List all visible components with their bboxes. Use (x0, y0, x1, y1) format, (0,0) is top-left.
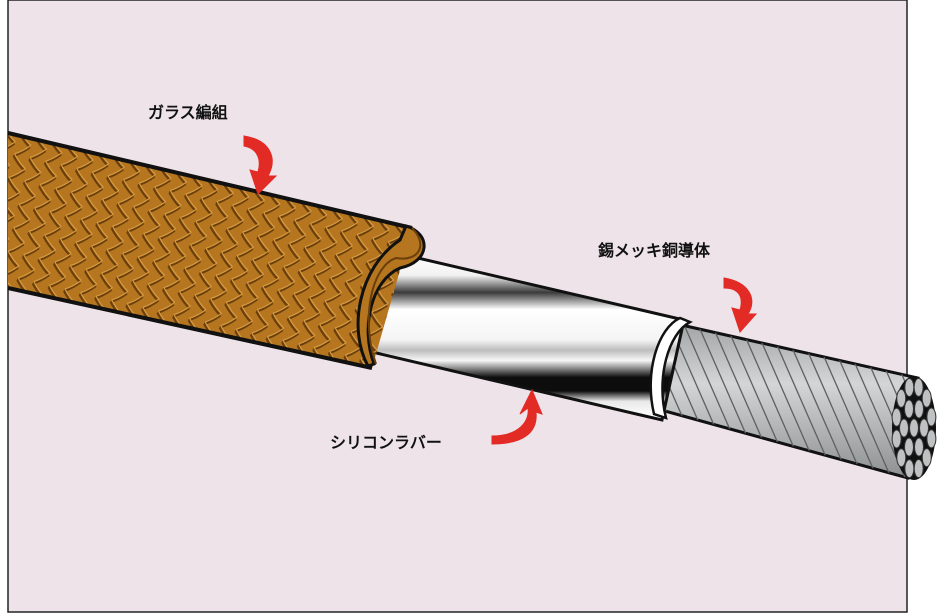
rubber-end-ring (649, 316, 693, 420)
glass-braid-label: ガラス編組 (148, 103, 228, 122)
strand-end (891, 429, 902, 449)
strand-end (891, 407, 902, 427)
strand-end (913, 377, 924, 397)
strand-ends (891, 377, 937, 479)
strand-end (914, 437, 924, 457)
silicone-rubber-label: シリコンラバー (330, 433, 442, 452)
strand-end (921, 448, 932, 468)
strand-end (896, 448, 907, 468)
curved-arrow-icon (723, 277, 758, 333)
curved-arrow-icon (491, 388, 543, 445)
strand-end (904, 459, 915, 479)
strand-end (926, 407, 937, 427)
strand-end (904, 437, 914, 457)
strand-end (904, 377, 915, 397)
glass-braid-jacket (7, 131, 426, 370)
strand-end (909, 418, 919, 438)
tinned-conductor-label: 錫メッキ銅導体 (598, 241, 711, 260)
strand-end (913, 459, 924, 479)
strand-end (899, 418, 909, 438)
strand-end (919, 418, 929, 438)
strand-end (904, 399, 914, 419)
strand-end (926, 429, 937, 449)
strand-end (921, 388, 932, 408)
strand-end (896, 388, 907, 408)
strand-end (914, 399, 924, 419)
curved-arrow-icon (243, 135, 278, 195)
